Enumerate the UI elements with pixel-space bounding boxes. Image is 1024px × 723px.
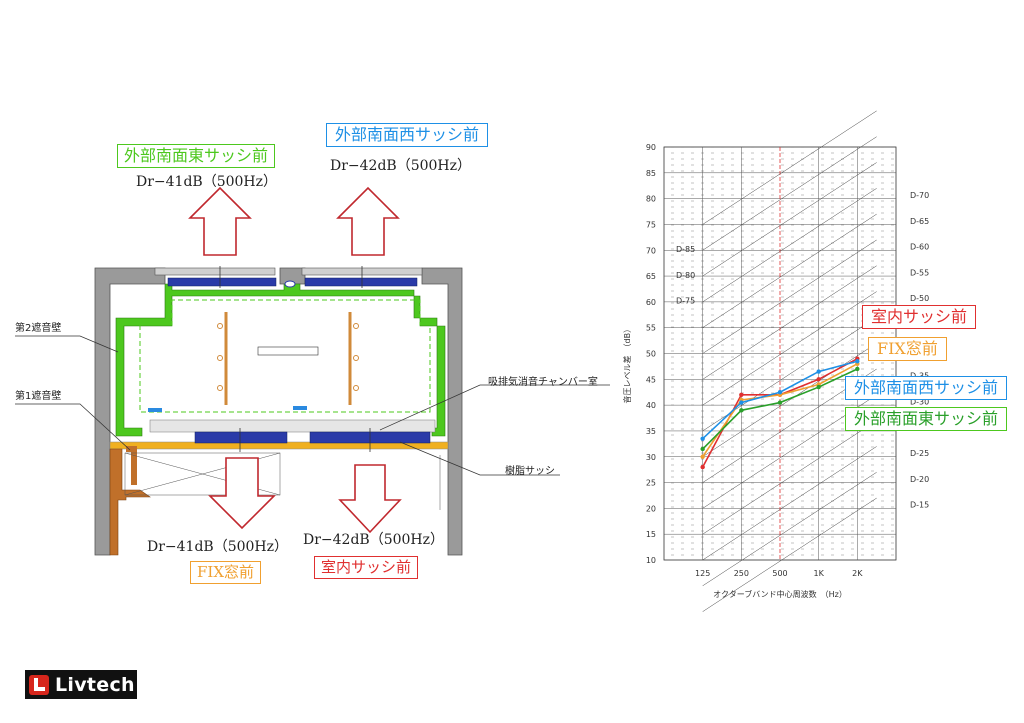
label-west-top: 外部南面西サッシ前: [326, 123, 489, 147]
d-curve: [702, 446, 877, 561]
d-curve: [702, 291, 877, 406]
d-curve: [702, 265, 877, 380]
y-tick-label: 90: [646, 143, 656, 152]
dr-west-top: Dr−42dB（500Hz）: [330, 158, 472, 174]
data-point: [739, 408, 744, 413]
data-point: [739, 392, 744, 397]
data-point: [700, 454, 705, 459]
label-wall1: 第1遮音壁: [15, 391, 62, 402]
d-curve: [702, 213, 877, 328]
y-tick-label: 70: [646, 246, 656, 255]
up-arrows: [188, 186, 400, 256]
bottom-sashes: [149, 419, 436, 452]
y-axis-label: 音圧レベル差 （dB）: [622, 325, 632, 404]
dr-fix: Dr−41dB（500Hz）: [147, 539, 289, 555]
d-curve: [702, 188, 877, 303]
y-tick-label: 55: [646, 324, 656, 333]
legend-east: 外部南面東サッシ前: [845, 407, 1008, 431]
y-tick-label: 60: [646, 298, 656, 307]
legend-west: 外部南面西サッシ前: [845, 376, 1008, 400]
y-tick-label: 15: [646, 530, 656, 539]
d-label-right: D-20: [910, 475, 929, 484]
label-indoor: 室内サッシ前: [314, 556, 419, 579]
data-point: [777, 400, 783, 405]
leader-lines: [15, 335, 610, 476]
data-point: [700, 464, 705, 470]
x-tick-label: 1K: [813, 569, 824, 578]
label-east-top: 外部南面東サッシ前: [117, 144, 276, 168]
d-curve: [702, 342, 877, 457]
d-label-right: D-50: [910, 294, 929, 303]
y-tick-label: 45: [646, 375, 656, 384]
data-point: [739, 400, 744, 405]
legend-fix: FIX窓前: [868, 337, 947, 361]
d-curve: [702, 239, 877, 354]
x-axis-label: オクターブバンド中心周波数 （Hz）: [713, 589, 847, 599]
y-tick-label: 50: [646, 350, 656, 359]
x-tick-label: 125: [695, 569, 710, 578]
logo-mark-icon: [29, 674, 49, 695]
y-tick-label: 65: [646, 272, 656, 281]
x-tick-label: 250: [734, 569, 749, 578]
d-label-right: D-65: [910, 217, 929, 226]
d-label-right: D-60: [910, 243, 929, 252]
data-point: [816, 384, 821, 390]
y-tick-label: 80: [646, 195, 656, 204]
y-tick-label: 75: [646, 220, 656, 229]
dr-east-top: Dr−41dB（500Hz）: [136, 174, 278, 190]
livtech-logo: Livtech: [25, 670, 137, 699]
d-label-right: D-70: [910, 191, 929, 200]
d-curve: [702, 162, 877, 277]
data-point: [700, 446, 705, 452]
top-sashes: [154, 266, 423, 288]
data-point: [777, 390, 783, 395]
d-label-right: D-15: [910, 501, 929, 510]
x-tick-label: 500: [772, 569, 787, 578]
data-point: [816, 369, 821, 374]
y-tick-label: 10: [646, 556, 656, 565]
d-label-left: D-80: [676, 271, 695, 280]
y-tick-label: 40: [646, 401, 656, 410]
dr-indoor: Dr−42dB（500Hz）: [303, 532, 445, 548]
y-tick-label: 20: [646, 504, 656, 513]
y-tick-label: 30: [646, 453, 656, 462]
d-label-right: D-30: [910, 397, 929, 406]
d-curve: [702, 110, 877, 225]
down-arrows: [208, 457, 402, 534]
logo-text: Livtech: [55, 673, 135, 696]
d-label-right: D-55: [910, 268, 929, 277]
d-curve: [702, 497, 877, 612]
data-point: [855, 359, 860, 364]
d-label-right: D-25: [910, 449, 929, 458]
data-point: [855, 366, 860, 372]
label-chamber: 吸排気消音チャンバー室: [488, 377, 598, 388]
x-tick-label: 2K: [852, 569, 863, 578]
label-fix: FIX窓前: [190, 561, 262, 584]
d-label-left: D-75: [676, 297, 695, 306]
ducts: [224, 312, 352, 405]
y-tick-label: 35: [646, 427, 656, 436]
data-point: [700, 436, 705, 441]
d-curve: [702, 420, 877, 535]
y-tick-label: 25: [646, 479, 656, 488]
d-label-left: D-85: [676, 245, 695, 254]
d-curve: [702, 472, 877, 587]
label-resin-sash: 樹脂サッシ: [505, 466, 555, 477]
d-curve: [702, 136, 877, 251]
data-point: [816, 377, 821, 382]
legend-indoor: 室内サッシ前: [862, 305, 977, 329]
label-wall2: 第2遮音壁: [15, 323, 62, 334]
y-tick-label: 85: [646, 169, 656, 178]
